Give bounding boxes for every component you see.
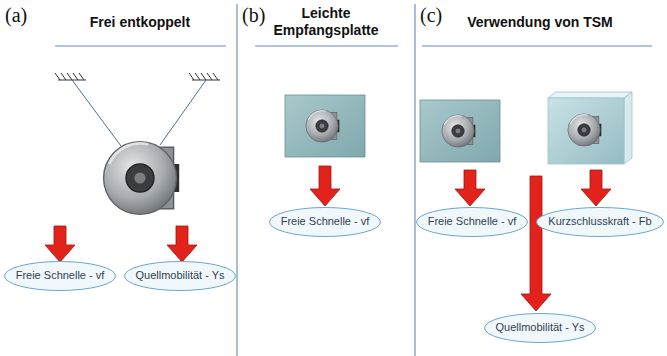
panel-divider — [237, 4, 238, 356]
result-ellipse: Freie Schnelle - vf — [269, 207, 381, 237]
fan-illustration — [568, 114, 601, 146]
panel-divider — [415, 4, 416, 356]
node-text: Freie Schnelle - vf — [16, 269, 105, 282]
panel-letter: (c) — [420, 4, 442, 27]
block-arrow — [45, 226, 75, 262]
node-text: Freie Schnelle - vf — [281, 215, 370, 228]
result-ellipse: Freie Schnelle - vf — [4, 261, 116, 291]
rigid-block — [548, 92, 632, 98]
result-ellipse: Quellmobilität - Ys — [484, 313, 596, 343]
block-arrow — [581, 170, 611, 206]
result-ellipse: Kurzschlusskraft - Fb — [536, 207, 664, 237]
ceiling-mount — [55, 73, 220, 80]
panel-letter: (a) — [5, 4, 27, 27]
suspension-wire — [72, 80, 124, 150]
rigid-block — [624, 92, 632, 164]
node-text: Kurzschlusskraft - Fb — [548, 215, 651, 228]
node-text: Quellmobilität - Ys — [495, 321, 584, 334]
node-text: Freie Schnelle - vf — [428, 215, 517, 228]
panel-title: Verwendung von TSM — [467, 14, 612, 31]
suspension-wire — [160, 80, 206, 145]
fan-illustration — [306, 110, 339, 142]
block-arrow — [167, 226, 197, 262]
node-text: Quellmobilität - Ys — [135, 269, 224, 282]
panel-title: Frei entkoppelt — [90, 14, 190, 31]
receiver-plate — [285, 95, 365, 157]
title-rule — [422, 46, 652, 47]
result-ellipse: Quellmobilität - Ys — [124, 261, 236, 291]
fan-illustration — [104, 142, 180, 215]
block-arrow — [455, 170, 485, 206]
block-arrow — [310, 166, 340, 206]
title-rule — [55, 46, 226, 47]
panel-title: Leichte Empfangsplatte — [266, 5, 386, 39]
fan-illustration — [442, 115, 475, 147]
receiver-plate — [420, 100, 500, 162]
result-ellipse: Freie Schnelle - vf — [416, 207, 528, 237]
rigid-block — [548, 98, 624, 164]
block-arrow — [521, 176, 551, 311]
title-rule — [255, 46, 398, 47]
panel-letter: (b) — [242, 4, 265, 27]
